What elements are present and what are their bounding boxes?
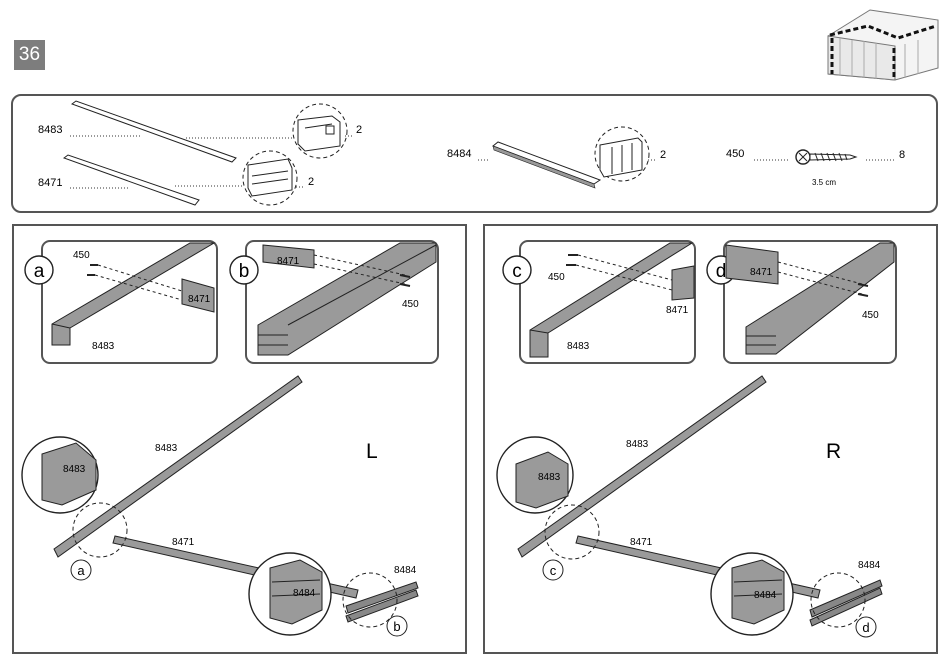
left-rail-8483-label: 8483: [155, 443, 178, 454]
right-rail-8471-label: 8471: [630, 537, 653, 548]
detail-d-letter: d: [716, 261, 727, 282]
detail-c-screw-label: 450: [548, 272, 565, 283]
detail-b-screw-label: 450: [402, 299, 419, 310]
detail-a-letter: a: [34, 261, 45, 282]
detail-d: d 8471 450: [707, 241, 896, 363]
detail-d-profile-label: 8471: [750, 267, 773, 278]
detail-c-rail-label: 8483: [567, 341, 590, 352]
left-callout-8484-label: 8484: [293, 588, 316, 599]
marker-a-letter: a: [77, 563, 85, 578]
detail-d-screw-label: 450: [862, 310, 879, 321]
detail-b-profile-label: 8471: [277, 256, 300, 267]
part-8483-code: 8483: [38, 124, 62, 136]
assembly-right: 8483 8471 8484 R 8483 c 8484 d: [497, 376, 882, 637]
part-8484: 8484 2: [447, 127, 666, 188]
detail-c-letter: c: [512, 261, 522, 282]
detail-a-profile-label: 8471: [188, 294, 211, 305]
left-callout-8483-label: 8483: [63, 464, 86, 475]
part-8483-qty: 2: [356, 124, 362, 136]
part-8484-qty: 2: [660, 149, 666, 161]
marker-c-letter: c: [550, 563, 557, 578]
shed-thumbnail-icon: [828, 10, 938, 80]
right-callout-8483-label: 8483: [538, 472, 561, 483]
left-rail-8471-label: 8471: [172, 537, 195, 548]
marker-d-letter: d: [862, 620, 869, 635]
left-rail-8484-label: 8484: [394, 565, 417, 576]
part-8483: 8483 2: [38, 101, 362, 162]
part-450-qty: 8: [899, 149, 905, 161]
right-side-label: R: [826, 440, 841, 463]
detail-c: c 450 8471 8483: [503, 241, 695, 363]
detail-a-rail-label: 8483: [92, 341, 115, 352]
detail-a: a 450 8471 8483: [25, 241, 217, 363]
part-8471: 8471 2: [38, 151, 314, 205]
left-side-label: L: [366, 440, 378, 463]
part-450-size: 3.5 cm: [812, 178, 836, 187]
right-rail-8483-label: 8483: [626, 439, 649, 450]
part-8471-qty: 2: [308, 176, 314, 188]
part-450-screw: 450 3.5 cm 8: [726, 148, 905, 187]
detail-b-letter: b: [239, 261, 250, 282]
right-callout-8484-label: 8484: [754, 590, 777, 601]
part-450-code: 450: [726, 148, 744, 160]
detail-a-screw-label: 450: [73, 250, 90, 261]
right-rail-8484-label: 8484: [858, 560, 881, 571]
detail-c-profile-label: 8471: [666, 305, 689, 316]
assembly-left: 8483 8471 8484 L 8483 a 8484 b: [22, 376, 418, 636]
marker-b-letter: b: [393, 619, 400, 634]
detail-b: b 8471 450: [230, 241, 438, 363]
part-8471-code: 8471: [38, 177, 62, 189]
part-8484-code: 8484: [447, 148, 471, 160]
